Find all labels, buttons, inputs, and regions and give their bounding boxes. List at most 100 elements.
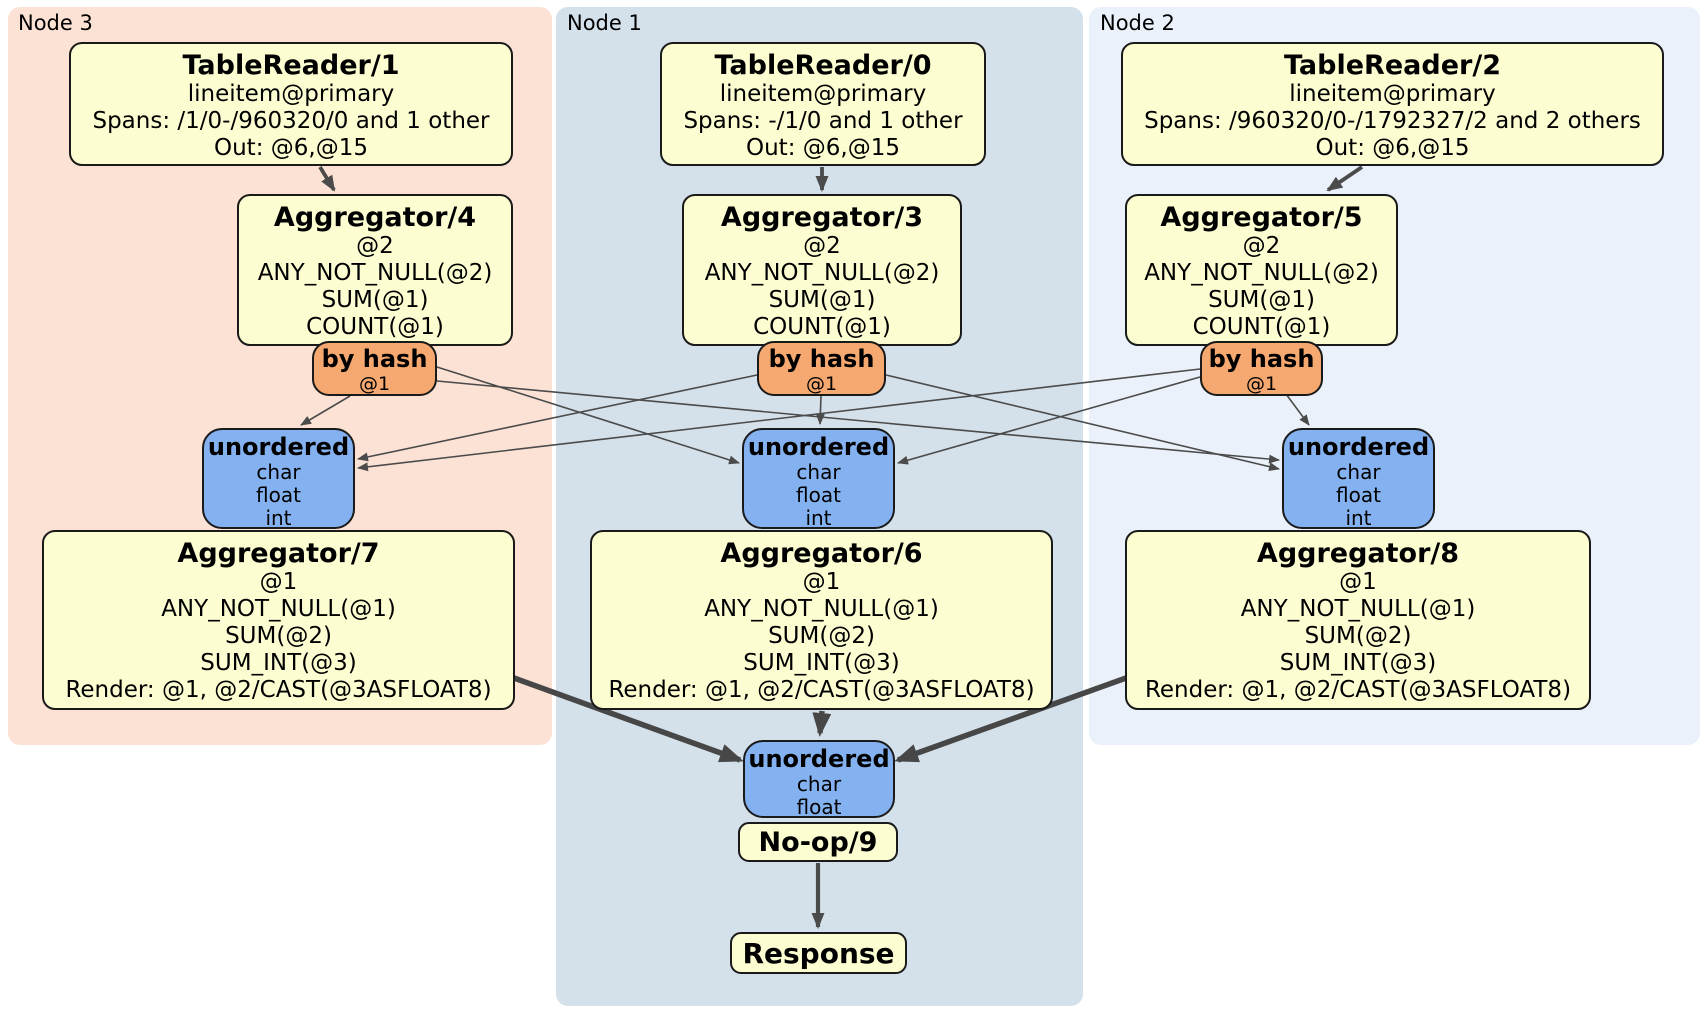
- unordered-node3-type-char: char: [256, 460, 301, 484]
- aggregator7-box: Aggregator/7 @1 ANY_NOT_NULL(@1) SUM(@2)…: [42, 530, 515, 710]
- edge-byhash-node1-to-unordered-node3: [357, 374, 758, 462]
- byhash-node1-title: by hash: [768, 345, 875, 373]
- edge-tablereader1-to-aggregator4: [318, 166, 336, 192]
- unordered-node3-box: unordered char float int: [202, 428, 355, 530]
- byhash-node3-title: by hash: [321, 345, 428, 373]
- aggregator6-fn2: SUM(@2): [768, 623, 875, 649]
- aggregator8-fn2: SUM(@2): [1304, 623, 1412, 649]
- aggregator5-fn1: ANY_NOT_NULL(@2): [1144, 260, 1379, 286]
- edge-byhash-node3-to-unordered-node3: [300, 395, 351, 426]
- tablereader0-title: TableReader/0: [714, 50, 932, 81]
- aggregator4-fn1: ANY_NOT_NULL(@2): [257, 260, 493, 286]
- aggregator6-title: Aggregator/6: [720, 538, 923, 569]
- edge-byhash-node3-to-unordered-node2: [436, 380, 1280, 464]
- aggregator7-fn3: SUM_INT(@3): [200, 650, 357, 676]
- node1-region-label: Node 1: [567, 11, 642, 35]
- aggregator8-render: Render: @1, @2/CAST(@3ASFLOAT8): [1144, 677, 1572, 703]
- unordered-node2-box: unordered char float int: [1282, 428, 1435, 530]
- aggregator8-box: Aggregator/8 @1 ANY_NOT_NULL(@1) SUM(@2)…: [1125, 530, 1591, 710]
- tablereader1-box: TableReader/1 lineitem@primary Spans: /1…: [69, 42, 513, 166]
- aggregator5-groupcols: @2: [1242, 233, 1281, 259]
- unordered-node2-type-int: int: [1345, 506, 1372, 530]
- aggregator7-groupcols: @1: [259, 569, 298, 595]
- edge-byhash-node3-to-unordered-node1: [436, 366, 740, 465]
- byhash-node1-cols: @1: [805, 373, 838, 395]
- tablereader0-spans: Spans: -/1/0 and 1 other: [683, 108, 963, 134]
- unordered-node2-type-char: char: [1336, 460, 1381, 484]
- aggregator5-box: Aggregator/5 @2 ANY_NOT_NULL(@2) SUM(@1)…: [1125, 194, 1398, 346]
- aggregator4-fn2: SUM(@1): [321, 287, 429, 313]
- edge-byhash-node1-to-unordered-node2: [885, 374, 1280, 472]
- unordered-node3-title: unordered: [207, 433, 350, 461]
- aggregator4-groupcols: @2: [356, 233, 394, 259]
- unordered-final-box: unordered char float: [743, 740, 895, 819]
- aggregator7-render: Render: @1, @2/CAST(@3ASFLOAT8): [65, 677, 492, 703]
- aggregator3-groupcols: @2: [803, 233, 841, 259]
- aggregator3-fn2: SUM(@1): [768, 287, 876, 313]
- byhash-node3-box: by hash @1: [312, 341, 437, 396]
- noop-title: No-op/9: [758, 827, 878, 858]
- unordered-node1-title: unordered: [747, 433, 890, 461]
- edge-byhash-node2-to-unordered-node2: [1285, 393, 1310, 426]
- aggregator4-title: Aggregator/4: [273, 202, 477, 233]
- node2-region-label: Node 2: [1100, 11, 1175, 35]
- aggregator6-render: Render: @1, @2/CAST(@3ASFLOAT8): [608, 677, 1035, 703]
- tablereader2-index: lineitem@primary: [1289, 81, 1496, 107]
- tablereader1-index: lineitem@primary: [187, 81, 395, 107]
- edge-aggregator8-to-unordered-final: [894, 675, 1127, 763]
- tablereader2-out: Out: @6,@15: [1315, 135, 1470, 161]
- aggregator3-fn3: COUNT(@1): [753, 314, 891, 340]
- edge-aggregator6-to-unordered-final: [812, 710, 832, 737]
- noop-box: No-op/9: [738, 822, 898, 862]
- aggregator3-fn1: ANY_NOT_NULL(@2): [704, 260, 940, 286]
- aggregator8-fn3: SUM_INT(@3): [1279, 650, 1437, 676]
- aggregator3-box: Aggregator/3 @2 ANY_NOT_NULL(@2) SUM(@1)…: [682, 194, 962, 346]
- aggregator6-box: Aggregator/6 @1 ANY_NOT_NULL(@1) SUM(@2)…: [590, 530, 1053, 710]
- unordered-node3-type-float: float: [256, 483, 301, 507]
- aggregator7-title: Aggregator/7: [177, 538, 380, 569]
- tablereader1-spans: Spans: /1/0-/960320/0 and 1 other: [92, 108, 490, 134]
- response-title: Response: [742, 937, 895, 970]
- byhash-node2-box: by hash @1: [1200, 341, 1323, 396]
- aggregator8-title: Aggregator/8: [1256, 538, 1460, 569]
- aggregator8-fn1: ANY_NOT_NULL(@1): [1240, 596, 1476, 622]
- byhash-node1-box: by hash @1: [757, 341, 886, 396]
- aggregator3-title: Aggregator/3: [720, 202, 924, 233]
- edge-byhash-node2-to-unordered-node1: [897, 376, 1201, 465]
- aggregator5-title: Aggregator/5: [1160, 202, 1363, 233]
- node3-region-label: Node 3: [18, 11, 93, 35]
- edge-byhash-node2-to-unordered-node3: [357, 368, 1201, 472]
- tablereader1-out: Out: @6,@15: [214, 135, 368, 161]
- aggregator5-fn3: COUNT(@1): [1192, 314, 1331, 340]
- aggregator5-fn2: SUM(@1): [1208, 287, 1315, 313]
- tablereader0-out: Out: @6,@15: [746, 135, 900, 161]
- unordered-node1-type-int: int: [805, 506, 832, 530]
- aggregator6-fn3: SUM_INT(@3): [743, 650, 900, 676]
- aggregator6-groupcols: @1: [802, 569, 841, 595]
- tablereader2-box: TableReader/2 lineitem@primary Spans: /9…: [1121, 42, 1664, 166]
- aggregator6-fn1: ANY_NOT_NULL(@1): [704, 596, 939, 622]
- tablereader2-spans: Spans: /960320/0-/1792327/2 and 2 others: [1144, 108, 1641, 134]
- unordered-node1-type-float: float: [796, 483, 841, 507]
- byhash-node3-cols: @1: [358, 373, 391, 395]
- unordered-final-type-char: char: [796, 772, 842, 796]
- aggregator7-fn2: SUM(@2): [225, 623, 332, 649]
- edge-tablereader2-to-aggregator5: [1326, 165, 1364, 192]
- byhash-node2-cols: @1: [1245, 373, 1278, 395]
- aggregator8-groupcols: @1: [1339, 569, 1377, 595]
- tablereader2-title: TableReader/2: [1284, 50, 1501, 81]
- unordered-final-title: unordered: [748, 745, 890, 773]
- unordered-node1-box: unordered char float int: [742, 428, 895, 530]
- byhash-node2-title: by hash: [1208, 345, 1315, 373]
- unordered-node2-title: unordered: [1287, 433, 1430, 461]
- tablereader0-index: lineitem@primary: [719, 81, 927, 107]
- aggregator7-fn1: ANY_NOT_NULL(@1): [161, 596, 396, 622]
- aggregator4-fn3: COUNT(@1): [306, 314, 444, 340]
- edge-byhash-node1-to-unordered-node1: [815, 395, 825, 425]
- tablereader0-box: TableReader/0 lineitem@primary Spans: -/…: [660, 42, 986, 166]
- edge-aggregator7-to-unordered-final: [513, 675, 744, 763]
- unordered-node2-type-float: float: [1336, 483, 1381, 507]
- unordered-final-type-float: float: [796, 795, 842, 819]
